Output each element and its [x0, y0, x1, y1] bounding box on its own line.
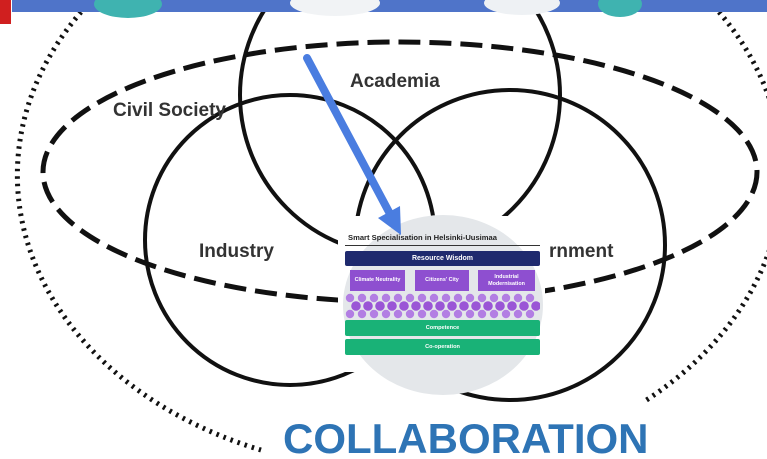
outer-dotted-arc-left	[14, 10, 262, 453]
pillar-industrial-modernisation: Industrial Modernisation	[478, 270, 535, 291]
purple-dot	[393, 293, 403, 303]
purple-dot	[507, 301, 517, 311]
purple-dot	[381, 309, 391, 319]
purple-dot	[483, 301, 493, 311]
purple-dot	[405, 309, 415, 319]
purple-dot	[417, 309, 427, 319]
red-corner-tab	[0, 0, 11, 24]
pillar-citizens-city: Citizens' City	[415, 270, 469, 291]
purple-dot	[489, 309, 499, 319]
banner-image-shape	[290, 0, 380, 16]
purple-dot	[399, 301, 409, 311]
purple-dot	[417, 293, 427, 303]
government-label-partial: rnment	[549, 241, 614, 262]
purple-dot	[429, 309, 439, 319]
banner-image-shape	[598, 0, 642, 17]
purple-dot	[357, 309, 367, 319]
purple-dot	[381, 293, 391, 303]
purple-dot	[375, 301, 385, 311]
purple-dot	[387, 301, 397, 311]
inset-title: Smart Specialisation in Helsinki-Uusimaa	[348, 233, 497, 242]
inset-title-rule	[345, 245, 540, 246]
purple-dot	[501, 309, 511, 319]
purple-dot	[357, 293, 367, 303]
resource-wisdom-bar: Resource Wisdom	[345, 251, 540, 266]
purple-dot	[423, 301, 433, 311]
purple-dot	[459, 301, 469, 311]
industry-label: Industry	[199, 241, 274, 262]
smart-specialisation-inset: Smart Specialisation in Helsinki-Uusimaa…	[338, 215, 545, 395]
purple-dot	[489, 293, 499, 303]
competence-bar: Competence	[345, 320, 540, 336]
purple-dot	[369, 293, 379, 303]
outer-dotted-arc-right	[643, 10, 767, 404]
purple-dot	[531, 301, 540, 311]
pillar-climate-neutrality: Climate Neutrality	[350, 270, 405, 291]
purple-dot	[363, 301, 373, 311]
purple-dot	[447, 301, 457, 311]
purple-dot	[477, 293, 487, 303]
purple-dot	[525, 309, 535, 319]
purple-dot	[393, 309, 403, 319]
collaboration-caption: COLLABORATION	[283, 415, 649, 459]
purple-dot	[495, 301, 505, 311]
purple-dot	[345, 293, 355, 303]
civil-society-label: Civil Society	[113, 100, 226, 121]
banner-image-shape	[94, 0, 162, 18]
purple-dot	[351, 301, 361, 311]
purple-dot	[435, 301, 445, 311]
purple-dot	[471, 301, 481, 311]
purple-dot-pattern	[345, 293, 540, 319]
purple-dot	[477, 309, 487, 319]
banner-image-shape	[484, 0, 560, 15]
purple-dot	[465, 309, 475, 319]
purple-dot	[405, 293, 415, 303]
purple-dot	[441, 293, 451, 303]
purple-dot	[519, 301, 529, 311]
purple-dot	[465, 293, 475, 303]
purple-dot	[345, 309, 355, 319]
purple-dot	[429, 293, 439, 303]
purple-dot	[513, 293, 523, 303]
co-operation-bar: Co-operation	[345, 339, 540, 355]
purple-dot	[501, 293, 511, 303]
purple-dot	[513, 309, 523, 319]
purple-dot	[453, 293, 463, 303]
purple-dot	[453, 309, 463, 319]
purple-dot	[441, 309, 451, 319]
purple-dot	[525, 293, 535, 303]
top-banner-strip	[0, 0, 767, 18]
purple-dot	[411, 301, 421, 311]
purple-dot	[369, 309, 379, 319]
academia-label: Academia	[350, 71, 440, 92]
